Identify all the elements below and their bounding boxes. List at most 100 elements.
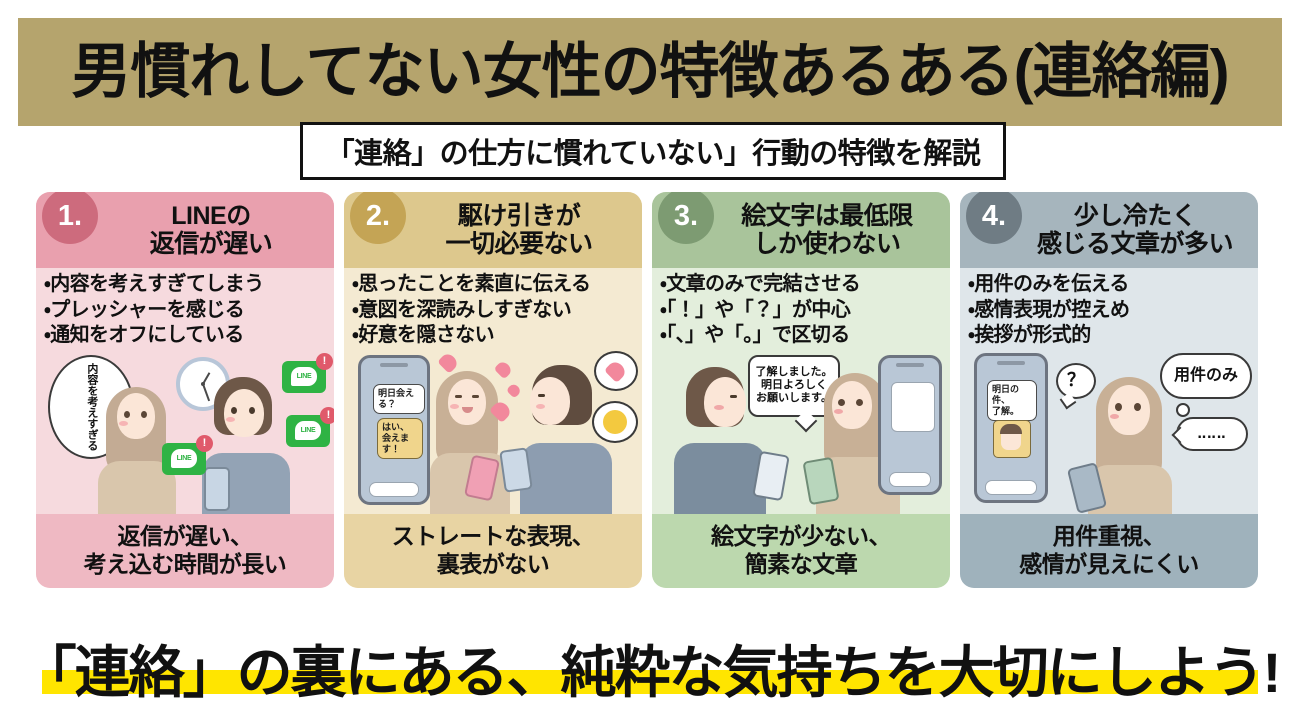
topic-bubble-dot xyxy=(1176,402,1190,417)
card-1-title-line1: LINEの xyxy=(171,202,251,230)
page-title: 男慣れしてない女性の特徴あるある(連絡編) xyxy=(71,38,1229,105)
card-4-number-badge: 4. xyxy=(966,192,1022,244)
phone-notch-3 xyxy=(896,362,924,367)
title-band: 男慣れしてない女性の特徴あるある(連絡編) xyxy=(18,18,1282,126)
card-4-footer-text: 用件重視、 感情が見えにくい xyxy=(1019,523,1199,578)
speech-bubble-line1: 了解しました。 xyxy=(755,366,833,378)
card-3-title: 絵文字は最低限 しか使わない xyxy=(704,202,950,258)
cards-row: 1. LINEの 返信が遅い ・内容を考えすぎてしまう ・プレッシャーを感じる … xyxy=(36,192,1264,588)
card-2-footer-text: ストレートな表現、 裏表がない xyxy=(392,523,595,578)
man-face xyxy=(224,388,264,437)
card-4-illustration: 明日の件、 了解。 ？ xyxy=(960,349,1258,514)
card-3-title-line1: 絵文字は最低限 xyxy=(741,202,913,230)
card-4-footer-line1: 用件重視、 xyxy=(1052,523,1166,550)
card-4-bullet-3: ・挨拶が形式的 xyxy=(968,324,1091,347)
chat-message-incoming-text: 明日会える？ xyxy=(378,387,415,409)
card-2-number-badge: 2. xyxy=(350,192,406,244)
card-1-footer-line1: 返信が遅い、 xyxy=(117,523,253,550)
card-3-footer-text: 絵文字が少ない、 簡素な文章 xyxy=(711,523,892,578)
bottom-white-margin xyxy=(18,714,1282,726)
card-3-header: 3. 絵文字は最低限 しか使わない xyxy=(652,192,950,268)
topic-bubble-text: 用件のみ xyxy=(1173,367,1238,385)
line-notification-2: LINE ! xyxy=(282,352,333,393)
heart-icon-1 xyxy=(437,350,460,374)
card-1-title-line2: 返信が遅い xyxy=(149,230,273,258)
card-1-bullet-1: ・内容を考えすぎてしまう xyxy=(44,273,264,295)
phone-mockup-3 xyxy=(878,354,942,495)
card-2-title-line1: 駆け引きが xyxy=(457,202,581,230)
card-2-bullets: ・思ったことを素直に伝える ・意図を深読みしすぎない ・好意を隠さない xyxy=(344,268,642,349)
heart-icon-3 xyxy=(505,382,523,399)
man-eye-3 xyxy=(730,394,737,398)
card-1-illustration: 内容を考えすぎる xyxy=(36,349,334,514)
woman-face-4 xyxy=(1108,384,1150,435)
question-mark-icon: ？ xyxy=(1067,369,1085,390)
speech-bubble-line3: お願いします。 xyxy=(756,392,832,405)
card-3-bullet-3: ・「、」や「。」で区切る xyxy=(660,324,850,347)
question-bubble: ？ xyxy=(1056,362,1096,399)
card-1-footer-text: 返信が遅い、 考え込む時間が長い xyxy=(84,523,287,578)
card-2-footer-line1: ストレートな表現、 xyxy=(391,523,595,550)
woman-eye-left-2 xyxy=(455,394,462,398)
line-label-1: LINE xyxy=(171,449,197,469)
card-4-footer-line2: 感情が見えにくい xyxy=(1019,551,1199,577)
man-body-2 xyxy=(520,442,612,514)
clock-center xyxy=(201,381,205,386)
chat-message-4: 明日の件、 了解。 xyxy=(987,379,1037,421)
man-phone xyxy=(204,466,230,511)
woman-cheek-3 xyxy=(834,408,843,414)
man-body-3 xyxy=(674,442,766,514)
man-cheek-2 xyxy=(536,403,545,409)
smiley-icon xyxy=(603,409,627,434)
card-1-title: LINEの 返信が遅い xyxy=(88,202,334,258)
card-1-bullets: ・内容を考えすぎてしまう ・プレッシャーを感じる ・通知をオフにしている xyxy=(36,268,334,349)
woman-eye-left-3 xyxy=(838,398,845,406)
silence-bubble-text: ‥‥‥ xyxy=(1197,425,1227,441)
card-4-title-line1: 少し冷たく xyxy=(1073,202,1197,230)
phone-blank-message xyxy=(891,381,935,432)
woman-eye-left-4 xyxy=(1115,402,1122,411)
phone-mockup-4: 明日の件、 了解。 xyxy=(974,352,1048,503)
card-1-header: 1. LINEの 返信が遅い xyxy=(36,192,334,268)
card-2-bullet-1: ・思ったことを素直に伝える xyxy=(352,273,591,295)
woman-cheek-4 xyxy=(1110,413,1119,419)
man-phone-3 xyxy=(752,450,790,502)
emoji-bubble-smile xyxy=(592,400,638,443)
card-4-number: 4. xyxy=(981,199,1007,232)
banner-highlight-bar xyxy=(42,670,1258,694)
chat-message-outgoing: はい、 会えます！ xyxy=(377,417,423,459)
card-4-footer: 用件重視、 感情が見えにくい xyxy=(960,514,1258,588)
emoji-bubble-heart xyxy=(594,350,638,391)
card-3-bullet-1: ・文章のみで完結させる xyxy=(660,273,861,295)
card-3-footer-line2: 簡素な文章 xyxy=(744,551,858,577)
card-1: 1. LINEの 返信が遅い ・内容を考えすぎてしまう ・プレッシャーを感じる … xyxy=(36,192,334,588)
man-eye-left xyxy=(231,406,237,414)
card-3-footer: 絵文字が少ない、 簡素な文章 xyxy=(652,514,950,588)
man-phone-2 xyxy=(499,447,533,493)
card-4: 4. 少し冷たく 感じる文章が多い ・用件のみを伝える ・感情表現が控えめ ・挨… xyxy=(960,192,1258,588)
woman-eye-right xyxy=(141,410,147,418)
card-3-footer-line1: 絵文字が少ない、 xyxy=(711,523,892,550)
card-2-footer: ストレートな表現、 裏表がない xyxy=(344,514,642,588)
man-face-3 xyxy=(704,376,746,427)
card-3-number-badge: 3. xyxy=(658,192,714,244)
line-notification-1: LINE ! xyxy=(162,434,213,475)
man-cheek xyxy=(226,416,235,422)
card-2-title: 駆け引きが 一切必要ない xyxy=(396,202,642,258)
card-3-bullets: ・文章のみで完結させる ・「！」や「？」が中心 ・「、」や「。」で区切る xyxy=(652,268,950,349)
card-3: 3. 絵文字は最低限 しか使わない ・文章のみで完結させる ・「！」や「？」が中… xyxy=(652,192,950,588)
card-4-title: 少し冷たく 感じる文章が多い xyxy=(1012,202,1258,258)
phone-input-bar-3 xyxy=(889,471,931,487)
card-3-illustration: 了解しました。 明日よろしく お願いします。 xyxy=(652,349,950,514)
thought-bubble-text: 内容を考えすぎる xyxy=(85,362,98,451)
phone-input-bar-4 xyxy=(985,479,1037,495)
speech-bubble-line2: 明日よろしく xyxy=(761,379,827,392)
woman-cheek xyxy=(119,420,128,426)
card-3-number: 3. xyxy=(673,199,699,232)
heart-icon-2 xyxy=(493,359,514,380)
card-2-illustration: 明日会える？ はい、 会えます！ xyxy=(344,349,642,514)
woman-face-2 xyxy=(448,378,486,425)
phone-mockup: 明日会える？ はい、 会えます！ xyxy=(358,354,430,505)
line-label-3: LINE xyxy=(295,421,321,441)
card-3-bullet-2: ・「！」や「？」が中心 xyxy=(660,298,851,321)
